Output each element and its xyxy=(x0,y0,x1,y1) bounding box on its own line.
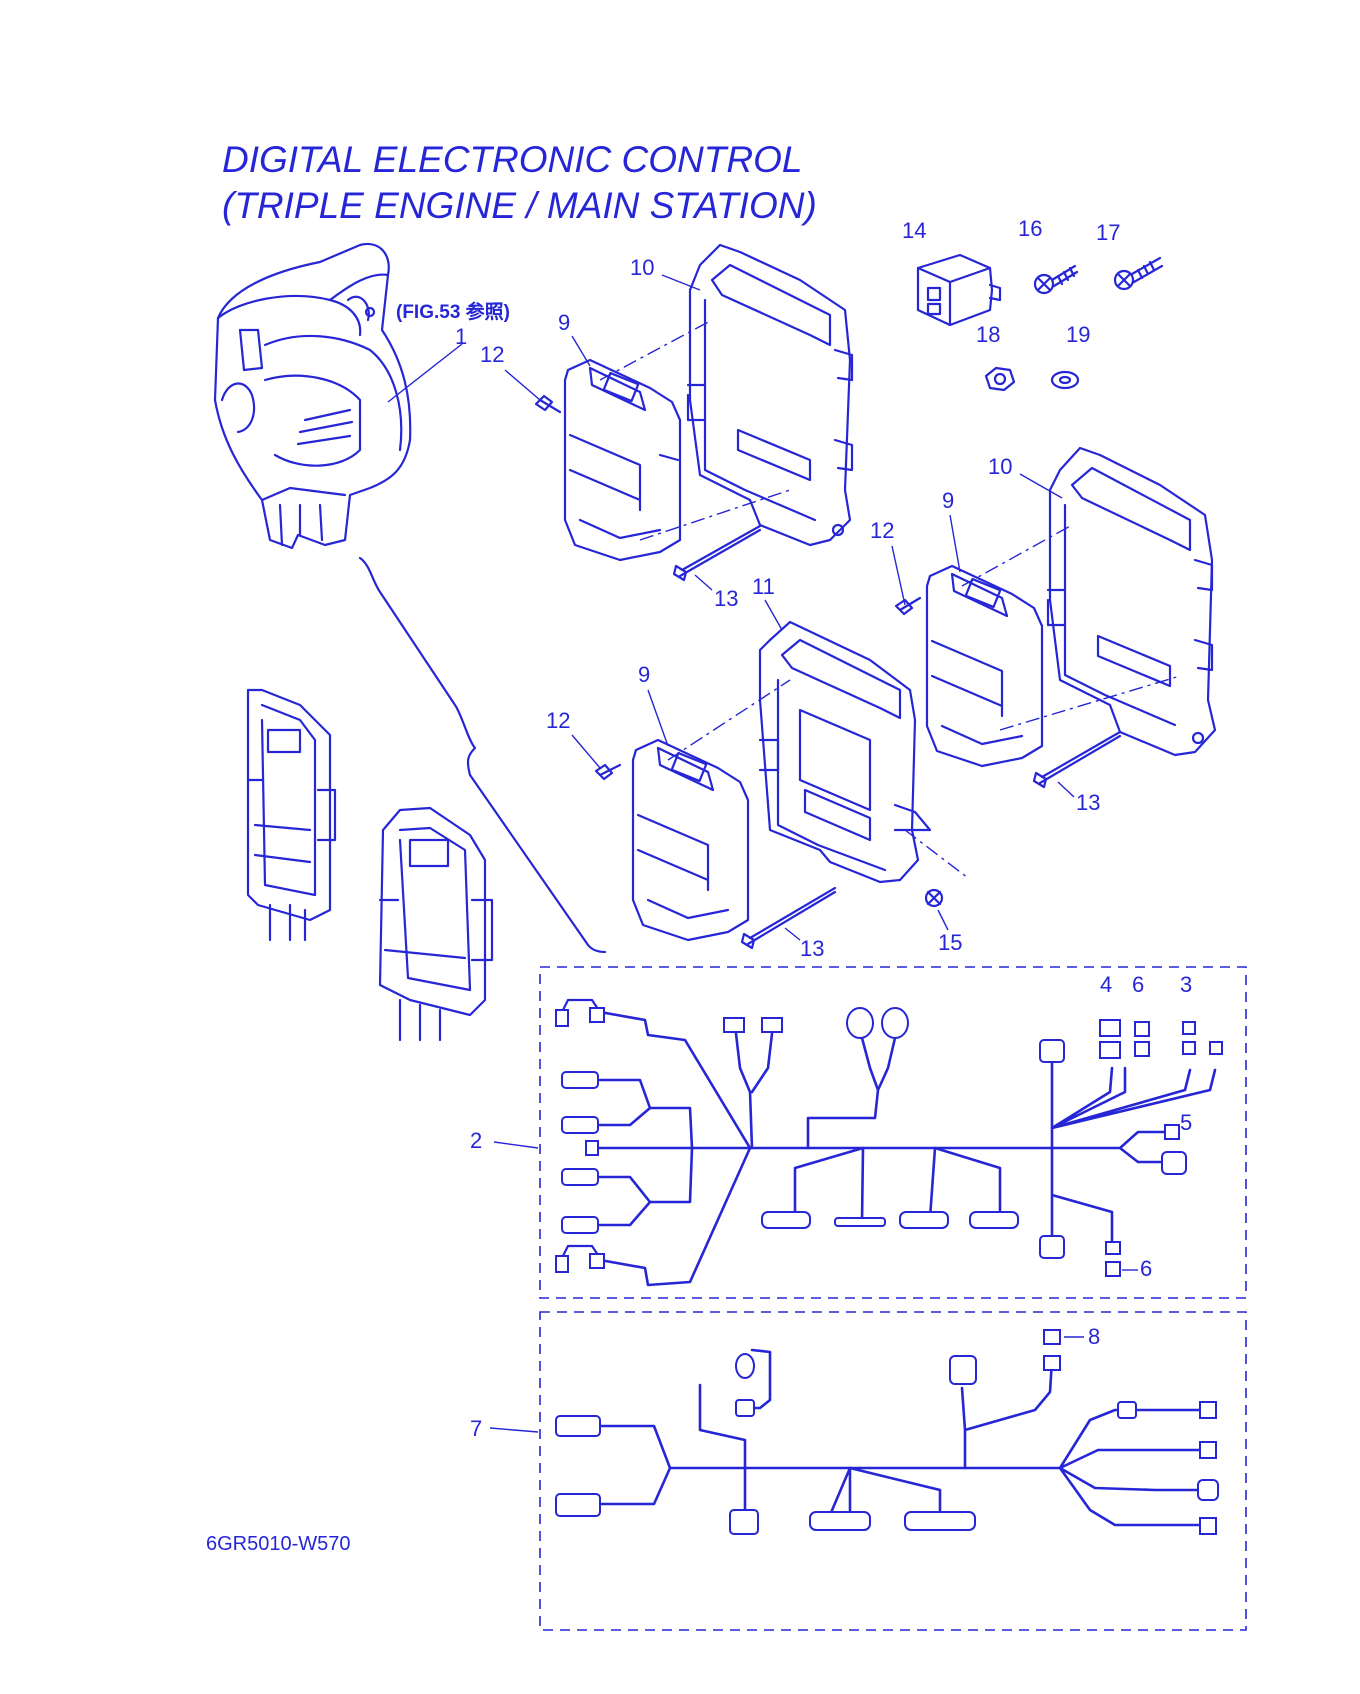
harness-2-connectors xyxy=(555,998,1223,1277)
callout-8: 8 xyxy=(1088,1324,1100,1349)
leader-9-center xyxy=(647,689,669,747)
callout-11: 11 xyxy=(752,574,775,599)
callout-19: 19 xyxy=(1066,322,1090,347)
callout-12-top: 12 xyxy=(480,342,504,367)
harness-7-wires xyxy=(598,1348,1207,1527)
leader-15 xyxy=(937,909,949,931)
ecu-bracket-11 xyxy=(758,620,932,884)
callout-13-center: 13 xyxy=(800,936,824,961)
callout-9-top: 9 xyxy=(558,310,570,335)
screw-12-right xyxy=(894,596,922,616)
ecu-bracket-10b xyxy=(1046,446,1217,757)
bolt-13-center xyxy=(740,886,837,950)
ecu-bracket-10a xyxy=(686,243,854,547)
leader-9-right xyxy=(949,514,961,573)
diagram-title-line1: DIGITAL ELECTRONIC CONTROL xyxy=(222,139,802,180)
screw-15 xyxy=(924,888,944,908)
callout-17: 17 xyxy=(1096,220,1120,245)
small-module-assembly-a xyxy=(246,688,337,942)
small-module-assembly-b xyxy=(378,806,494,1042)
harness-7-connectors xyxy=(555,1329,1219,1535)
callout-13-top: 13 xyxy=(714,586,738,611)
callout-7: 7 xyxy=(470,1416,482,1441)
figure-code: 6GR5010-W570 xyxy=(206,1533,351,1555)
callout-3: 3 xyxy=(1180,972,1192,997)
bolt-13-right xyxy=(1032,730,1122,789)
callout-6-top: 6 xyxy=(1132,972,1144,997)
callout-14: 14 xyxy=(902,218,926,243)
callout-4: 4 xyxy=(1100,972,1112,997)
screw-12-top xyxy=(534,394,562,414)
callout-10-right: 10 xyxy=(988,454,1012,479)
leader-1 xyxy=(387,343,463,403)
assembly-line-center-a xyxy=(667,679,791,761)
callout-10-top: 10 xyxy=(630,255,654,280)
callout-6-bottom: 6 xyxy=(1140,1256,1152,1281)
screw-12-center xyxy=(594,763,622,781)
washer-19 xyxy=(1050,370,1080,390)
ecu-module-9c xyxy=(631,738,750,942)
leader-10-right xyxy=(1019,473,1063,499)
assembly-line-top-a xyxy=(599,319,713,381)
assembly-line-right-a xyxy=(961,524,1073,587)
fig-reference: (FIG.53 参照) xyxy=(396,300,510,323)
callout-16: 16 xyxy=(1018,216,1042,241)
assembly-line-right-b xyxy=(999,675,1181,731)
callout-1: 1 xyxy=(455,324,467,349)
callout-9-right: 9 xyxy=(942,488,954,513)
leader-13-center xyxy=(784,927,801,941)
grouping-bracket xyxy=(358,556,607,954)
callout-15: 15 xyxy=(938,930,962,955)
control-lever-illustration xyxy=(213,242,412,550)
harness-2-box xyxy=(539,966,1247,1299)
assembly-line-top-b xyxy=(639,489,791,541)
leader-11 xyxy=(764,599,783,631)
callout-18: 18 xyxy=(976,322,1000,347)
connector-14 xyxy=(916,253,1002,327)
assembly-line-center-b xyxy=(904,829,969,879)
ecu-module-9a xyxy=(563,358,682,562)
leader-2 xyxy=(493,1141,539,1149)
harness-2-wires xyxy=(592,1010,1217,1287)
screw-17 xyxy=(1113,256,1164,291)
leader-13-right xyxy=(1057,781,1075,798)
screw-16 xyxy=(1033,264,1079,295)
leader-12-top xyxy=(504,369,541,401)
callout-12-right: 12 xyxy=(870,518,894,543)
leader-12-right xyxy=(891,545,906,606)
callout-12-center: 12 xyxy=(546,708,570,733)
callout-13-right: 13 xyxy=(1076,790,1100,815)
leader-10-top xyxy=(661,274,701,291)
leader-9-top xyxy=(571,335,591,367)
bolt-13-top xyxy=(672,524,762,582)
leader-13-top xyxy=(694,574,713,591)
leader-7 xyxy=(489,1427,539,1433)
leader-12-center xyxy=(571,734,601,769)
nut-18 xyxy=(984,366,1016,392)
harness-7-box xyxy=(539,1311,1247,1631)
callout-2: 2 xyxy=(470,1128,482,1153)
callout-5: 5 xyxy=(1180,1110,1192,1135)
diagram-title-line2: (TRIPLE ENGINE / MAIN STATION) xyxy=(222,185,817,226)
ecu-module-9b xyxy=(925,564,1044,768)
callout-9-center: 9 xyxy=(638,662,650,687)
